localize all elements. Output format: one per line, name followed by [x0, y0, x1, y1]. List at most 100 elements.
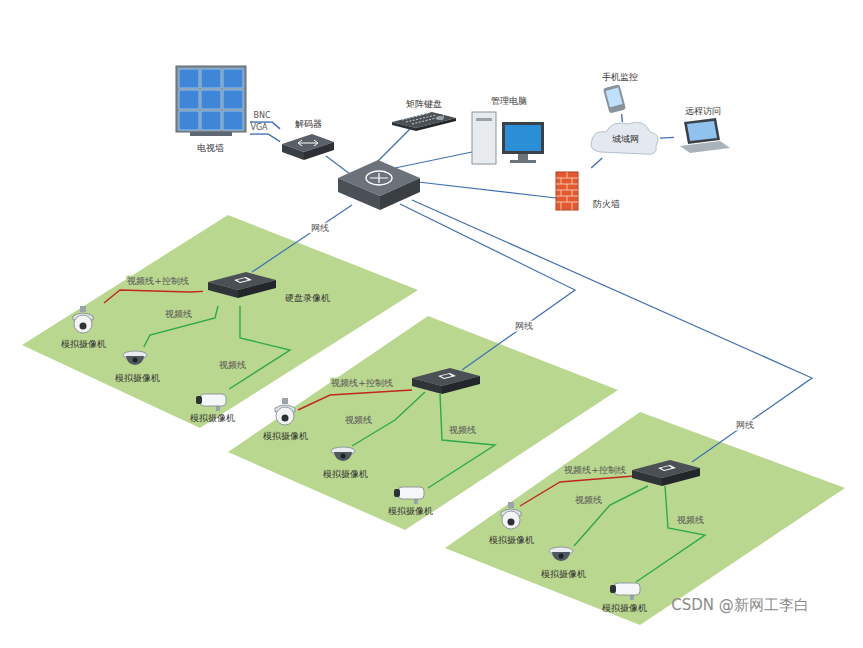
cable-label: 视频线 — [448, 425, 477, 436]
cable-connector — [250, 134, 280, 142]
cable-label: 视频线+控制线 — [563, 465, 627, 476]
network-cable — [418, 182, 556, 198]
device-label: 电视墙 — [197, 143, 224, 154]
tv-screen — [179, 90, 199, 109]
device-label: 矩阵键盘 — [406, 99, 442, 110]
device-label: 模拟摄像机 — [388, 506, 433, 517]
network-cable — [412, 200, 812, 462]
laptop-base — [680, 141, 730, 153]
cable-connector — [104, 290, 203, 303]
tv-wall-icon — [176, 66, 246, 136]
dvr-icon — [632, 460, 700, 486]
ptz-camera-icon — [275, 398, 295, 425]
cable-label: 网线 — [514, 321, 534, 332]
tv-screen — [201, 90, 221, 109]
switch-icon — [338, 160, 420, 210]
analog-camera: 模拟摄像机 — [186, 389, 238, 426]
mobile-monitor: 手机监控 — [594, 70, 646, 114]
pc-tower — [472, 112, 496, 164]
pc-monitor — [502, 122, 544, 154]
cable-label: VGA — [249, 123, 268, 133]
keyboard-side — [416, 118, 456, 131]
cloud-shape — [591, 122, 658, 154]
keyboard-keys — [402, 113, 444, 124]
tv-screen — [223, 90, 243, 109]
device-label: 模拟摄像机 — [602, 603, 647, 614]
network-cable — [376, 127, 412, 163]
dome-camera-icon — [549, 547, 573, 561]
firewall-wall — [556, 172, 578, 210]
video-control-cable — [298, 390, 412, 410]
device-label: 模拟摄像机 — [323, 469, 368, 480]
analog-camera: 模拟摄像机 — [538, 543, 589, 582]
analog-camera: 模拟摄像机 — [486, 499, 537, 548]
keyboard-joystick — [436, 116, 444, 120]
dome-camera-icon — [331, 447, 355, 461]
pc-screen — [505, 125, 541, 151]
management-pc: 管理电脑 — [468, 94, 550, 170]
pc-stand-base — [510, 160, 536, 163]
management-pc-icon — [472, 112, 544, 164]
analog-camera: 模拟摄像机 — [384, 482, 436, 519]
cable-label: 视频线 — [218, 360, 247, 371]
decoder-arrows — [298, 140, 318, 146]
device-label: 模拟摄像机 — [489, 535, 534, 546]
cable-label: 网线 — [310, 223, 330, 234]
phone-screen — [606, 88, 623, 108]
cable-label: 视频线 — [574, 495, 603, 506]
device-label: 防火墙 — [593, 199, 620, 210]
tv-wall-frame — [176, 66, 246, 132]
analog-camera: 模拟摄像机 — [598, 578, 650, 616]
device-label: 模拟摄像机 — [263, 431, 308, 442]
ptz-camera-icon — [501, 502, 521, 529]
laptop-screen — [687, 121, 717, 141]
tv-screen — [223, 111, 243, 130]
video-cable — [574, 486, 648, 546]
tv-wall: 电视墙 — [170, 64, 250, 156]
decoder-icon — [282, 134, 334, 160]
device-label: 手机监控 — [602, 72, 638, 83]
decoder-front — [282, 144, 304, 160]
cable-connector — [144, 306, 218, 347]
tv-screen — [179, 69, 199, 88]
watermark: CSDN @新网工李白 — [670, 596, 810, 614]
tv-wall-stand — [190, 132, 232, 136]
zone-ground — [445, 412, 845, 625]
tv-screen — [223, 69, 243, 88]
phone-icon — [603, 84, 626, 114]
device-label: 远程访问 — [685, 106, 721, 117]
device-label: 模拟摄像机 — [61, 339, 106, 350]
pc-stand — [518, 154, 528, 160]
firewall-bricks — [556, 172, 578, 210]
cable-label: 视频线 — [344, 415, 373, 426]
dvr-icon — [412, 368, 480, 394]
bullet-camera-icon — [394, 487, 424, 504]
cable-label: 网线 — [735, 420, 755, 431]
keyboard-front — [392, 122, 416, 131]
video-cable — [428, 394, 495, 488]
ptz-camera-icon — [73, 306, 93, 333]
analog-camera: 模拟摄像机 — [320, 443, 371, 482]
bullet-camera-icon — [610, 583, 640, 600]
metro-network-cloud: 城域网 — [590, 122, 660, 158]
matrix-keyboard-icon — [392, 112, 456, 131]
pc-drive — [476, 118, 492, 121]
network-cable — [400, 204, 575, 370]
video-cable — [636, 486, 705, 582]
switch-front — [338, 178, 380, 210]
matrix-keyboard: 矩阵键盘 — [388, 97, 460, 132]
analog-camera: 模拟摄像机 — [112, 347, 163, 386]
laptop-lid — [684, 118, 720, 144]
laptop-icon — [680, 118, 730, 153]
network-cable — [326, 156, 350, 174]
decoder-side — [304, 142, 334, 160]
device-label: 解码器 — [295, 119, 322, 130]
device-label: 模拟摄像机 — [115, 373, 160, 384]
phone-body — [603, 84, 626, 114]
tv-screen — [201, 111, 221, 130]
bullet-camera-icon — [196, 394, 226, 411]
device-label: 硬盘录像机 — [285, 293, 330, 304]
